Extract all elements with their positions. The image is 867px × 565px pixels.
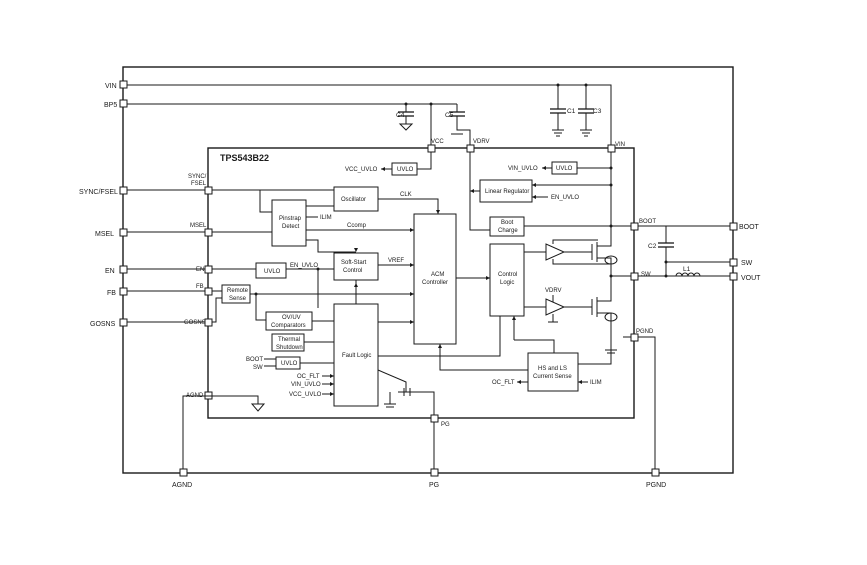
pin-gosns-label: GOSNS: [90, 321, 116, 328]
sig-vdrv: VDRV: [545, 288, 562, 294]
chip-frame: [207, 147, 635, 419]
sig-vin-uvlo: VIN_UVLO: [508, 166, 538, 172]
sig-vcc-uvlo: VCC_UVLO: [345, 167, 378, 173]
ovuv-block-2: Comparators: [271, 323, 306, 329]
pin-msel-label: MSEL: [95, 231, 114, 238]
bootcharge-2: Charge: [498, 228, 518, 234]
bootcharge-1: Boot: [501, 220, 514, 226]
pin-vout-label: VOUT: [741, 275, 761, 282]
pin-bp5-label: BP5: [104, 102, 117, 109]
ipin-vcc-label: VCC: [431, 139, 444, 145]
c1-label: C1: [567, 108, 576, 115]
pin-pg-label: PG: [429, 482, 439, 489]
pin-sync-fsel-label: SYNC/FSEL: [79, 189, 118, 196]
pinstrap-block-1: Pinstrap: [279, 216, 302, 222]
sig-sw: SW: [253, 365, 263, 371]
ipin-pgnd-label: PGND: [636, 329, 654, 335]
sig-vref: VREF: [388, 258, 404, 264]
fault-logic-block: Fault Logic: [342, 353, 371, 359]
ipin-vin-label: VIN: [615, 142, 625, 148]
c5-label: C5: [445, 112, 454, 119]
remote-sense-1: Remote: [227, 288, 249, 294]
acm-block-2: Controller: [422, 280, 448, 286]
softstart-block-1: Soft-Start: [341, 260, 367, 266]
remote-sense-2: Sense: [229, 296, 247, 302]
l1-label: L1: [683, 266, 691, 273]
uvlo-boot-block: UVLO: [281, 361, 298, 367]
ipin-sync-label: SYNC/: [188, 174, 207, 180]
ipin-pg-label: PG: [441, 422, 450, 428]
sig-en-uvlo-r: EN_UVLO: [551, 195, 579, 201]
sig-boot: BOOT: [246, 357, 263, 363]
ovuv-block-1: OV/UV: [282, 315, 301, 321]
sig-oc-flt2: OC_FLT: [492, 380, 515, 386]
ipin-sw-label: SW: [641, 272, 651, 278]
c3-label: C3: [593, 108, 602, 115]
sig-ilim2: ILIM: [590, 380, 602, 386]
pinstrap-block-2: Detect: [282, 224, 300, 230]
oscillator-block: Oscillator: [341, 197, 366, 203]
sig-ilim: ILIM: [320, 215, 332, 221]
uvlo-en-block: UVLO: [264, 269, 281, 275]
pin-vin-label: VIN: [105, 83, 117, 90]
hsls-block-1: HS and LS: [538, 366, 567, 372]
pin-sw-label: SW: [741, 260, 753, 267]
linreg-block: Linear Regulator: [485, 189, 529, 195]
pin-boot-label: BOOT: [739, 224, 760, 231]
thermal-block-2: Shutdown: [276, 345, 303, 351]
hsls-block-2: Current Sense: [533, 374, 572, 380]
c4-label: C4: [396, 112, 405, 119]
ctrl-logic-1: Control: [498, 272, 517, 278]
softstart-block-2: Control: [343, 268, 362, 274]
pin-agnd-label: AGND: [172, 482, 192, 489]
sig-ccomp: Ccomp: [347, 223, 367, 229]
sig-vcc-uvlo2: VCC_UVLO: [289, 392, 322, 398]
pin-pgnd-label: PGND: [646, 482, 666, 489]
pin-fb-label: FB: [107, 290, 116, 297]
sig-oc-flt: OC_FLT: [297, 374, 320, 380]
ipin-vdrv-label: VDRV: [473, 139, 490, 145]
pin-en-label: EN: [105, 268, 115, 275]
ipin-fb-label: FB: [196, 284, 204, 290]
c2-label: C2: [648, 243, 657, 250]
ipin-gosns-label: GOSNS: [184, 320, 206, 326]
uvlo-vcc-block: UVLO: [397, 167, 414, 173]
chip-title: TPS543B22: [220, 153, 269, 163]
ipin-en-label: EN: [196, 267, 204, 273]
sig-vin-uvlo2: VIN_UVLO: [291, 382, 321, 388]
thermal-block-1: Thermal: [278, 337, 300, 343]
ipin-fsel-label: FSEL: [191, 181, 207, 187]
sig-en-uvlo: EN_UVLO: [290, 263, 318, 269]
ipin-msel-label: MSEL: [190, 223, 207, 229]
ctrl-logic-2: Logic: [500, 280, 514, 286]
sig-clk: CLK: [400, 192, 412, 198]
acm-block-1: ACM: [431, 272, 444, 278]
ipin-boot-label: BOOT: [639, 219, 656, 225]
uvlo-vin-block: UVLO: [556, 166, 573, 172]
